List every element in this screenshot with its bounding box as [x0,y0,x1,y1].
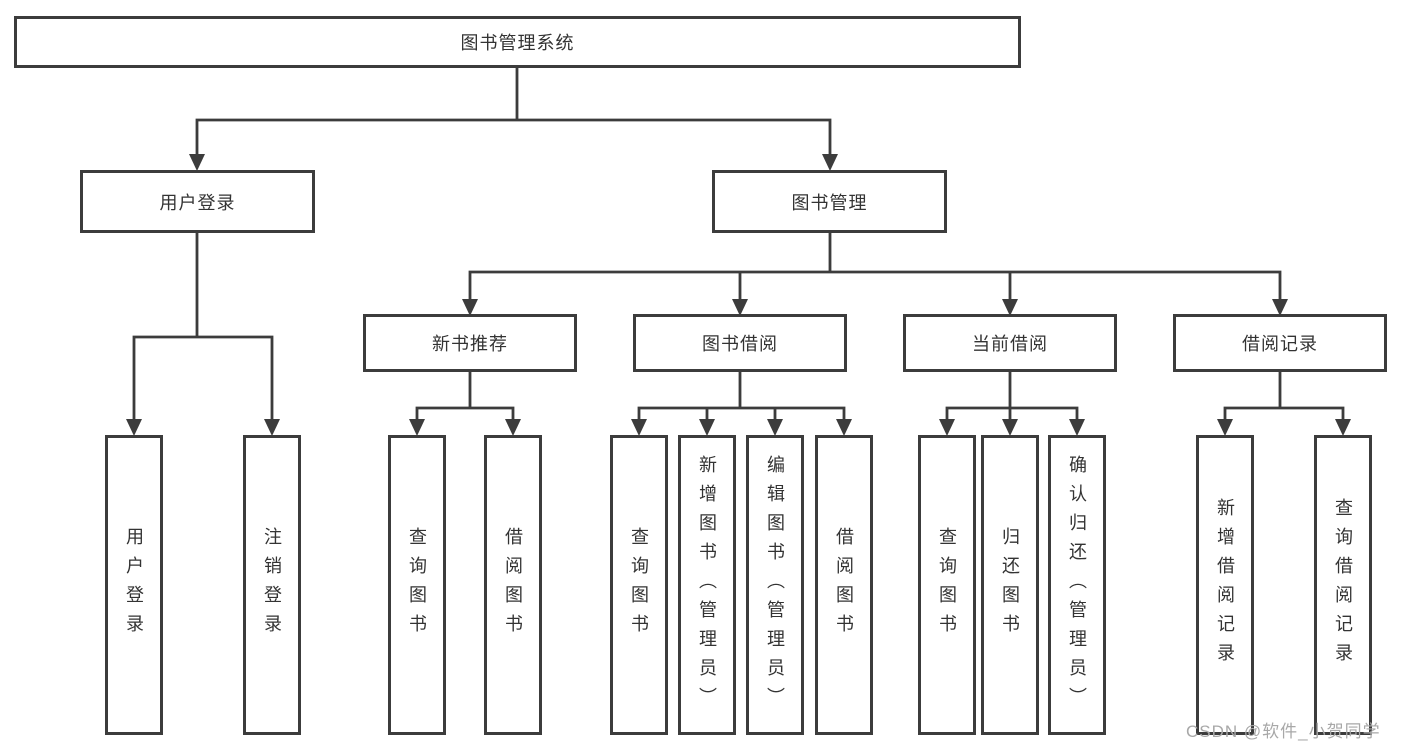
leaf-logout-label: 注销登录 [262,527,282,643]
leaf-current-confirm-return-admin: 确认归还（管理员） [1048,435,1106,735]
leaf-recommend-borrow-books: 借阅图书 [484,435,542,735]
node-new-book-recommend: 新书推荐 [363,314,577,372]
leaf-borrowing-query-books-label: 查询图书 [629,527,649,643]
leaf-recommend-borrow-books-label: 借阅图书 [503,527,523,643]
leaf-borrowing-edit-books-admin-label: 编辑图书（管理员） [765,454,785,716]
csdn-watermark: CSDN @软件_小贺同学 [1186,722,1381,741]
leaf-borrowing-add-books-admin-label: 新增图书（管理员） [697,454,717,716]
leaf-records-query-record: 查询借阅记录 [1314,435,1372,735]
node-book-management-branch: 图书管理 [712,170,947,233]
node-user-login-branch-label: 用户登录 [159,192,236,213]
leaf-records-query-record-label: 查询借阅记录 [1333,498,1353,672]
leaf-current-return-books-label: 归还图书 [1000,527,1020,643]
leaf-user-login: 用户登录 [105,435,163,735]
node-borrowing-records: 借阅记录 [1173,314,1387,372]
leaf-current-return-books: 归还图书 [981,435,1039,735]
leaf-borrowing-query-books: 查询图书 [610,435,668,735]
leaf-user-login-label: 用户登录 [124,527,144,643]
node-root: 图书管理系统 [14,16,1021,68]
leaf-borrowing-borrow-books: 借阅图书 [815,435,873,735]
node-book-borrowing: 图书借阅 [633,314,847,372]
leaf-current-confirm-return-admin-label: 确认归还（管理员） [1067,454,1087,716]
leaf-current-query-books-label: 查询图书 [937,527,957,643]
node-user-login-branch: 用户登录 [80,170,315,233]
node-root-label: 图书管理系统 [460,33,575,53]
leaf-borrowing-borrow-books-label: 借阅图书 [834,527,854,643]
leaf-recommend-query-books-label: 查询图书 [407,527,427,643]
node-book-management-branch-label: 图书管理 [791,192,868,213]
leaf-records-add-record-label: 新增借阅记录 [1215,498,1235,672]
leaf-records-add-record: 新增借阅记录 [1196,435,1254,735]
leaf-current-query-books: 查询图书 [918,435,976,735]
leaf-borrowing-add-books-admin: 新增图书（管理员） [678,435,736,735]
leaf-recommend-query-books: 查询图书 [388,435,446,735]
node-current-borrowing-label: 当前借阅 [972,334,1048,354]
leaf-borrowing-edit-books-admin: 编辑图书（管理员） [746,435,804,735]
leaf-logout: 注销登录 [243,435,301,735]
node-new-book-recommend-label: 新书推荐 [432,334,508,354]
node-borrowing-records-label: 借阅记录 [1242,334,1318,354]
node-book-borrowing-label: 图书借阅 [702,334,778,354]
node-current-borrowing: 当前借阅 [903,314,1117,372]
